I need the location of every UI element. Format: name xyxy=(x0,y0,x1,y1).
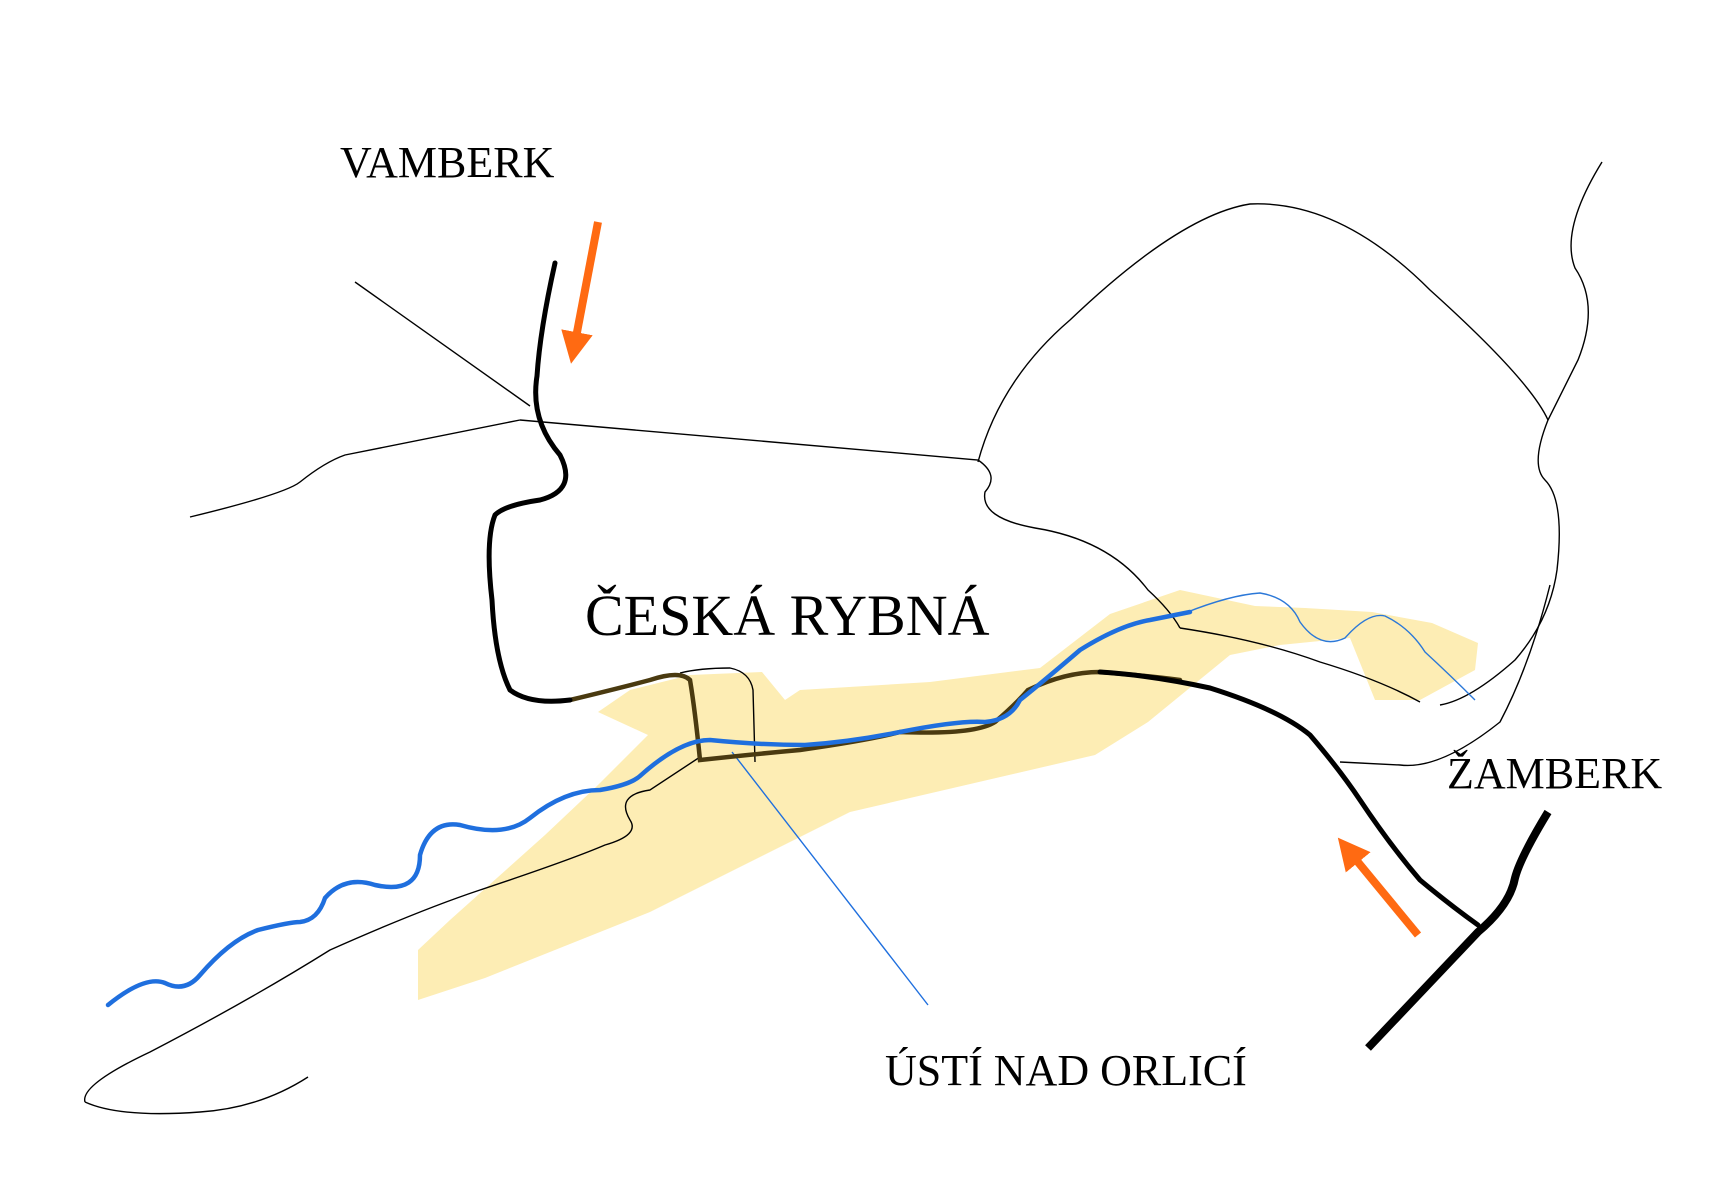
minor-road-northeast xyxy=(1439,161,1603,706)
minor-road-north-to-east xyxy=(519,419,1181,629)
corridor-area xyxy=(418,590,1478,1000)
minor-road-east-loop xyxy=(977,203,1549,463)
river-orlice xyxy=(105,609,1193,1008)
road-planned-main xyxy=(486,260,573,704)
label-usti-nad-orlici: ÚSTÍ NAD ORLICÍ xyxy=(885,1046,1247,1095)
minor-road-southwest-tail xyxy=(84,1076,309,1115)
label-vamberk: VAMBERK xyxy=(340,138,555,187)
minor-road-river-east xyxy=(1179,627,1421,703)
stream-east xyxy=(1184,592,1476,701)
minor-road-vamberk-diagonal xyxy=(354,281,531,407)
minor-road-southwest xyxy=(84,756,701,1103)
minor-road-west-north xyxy=(189,419,521,518)
minor-road-ceska-rybna-loop xyxy=(679,667,756,763)
label-ceska-rybna: ČESKÁ RYBNÁ xyxy=(585,583,990,648)
minor-roads xyxy=(84,161,1603,1115)
minor-road-zamberk-link xyxy=(1339,584,1551,767)
arrow-from-zamberk xyxy=(1337,837,1422,938)
usti-leader-line xyxy=(731,751,929,1006)
arrow-from-vamberk xyxy=(561,221,602,364)
label-zamberk: ŽAMBERK xyxy=(1447,749,1662,798)
road-planned-east xyxy=(1097,669,1481,928)
road-zamberk-bypass xyxy=(1365,809,1552,1051)
